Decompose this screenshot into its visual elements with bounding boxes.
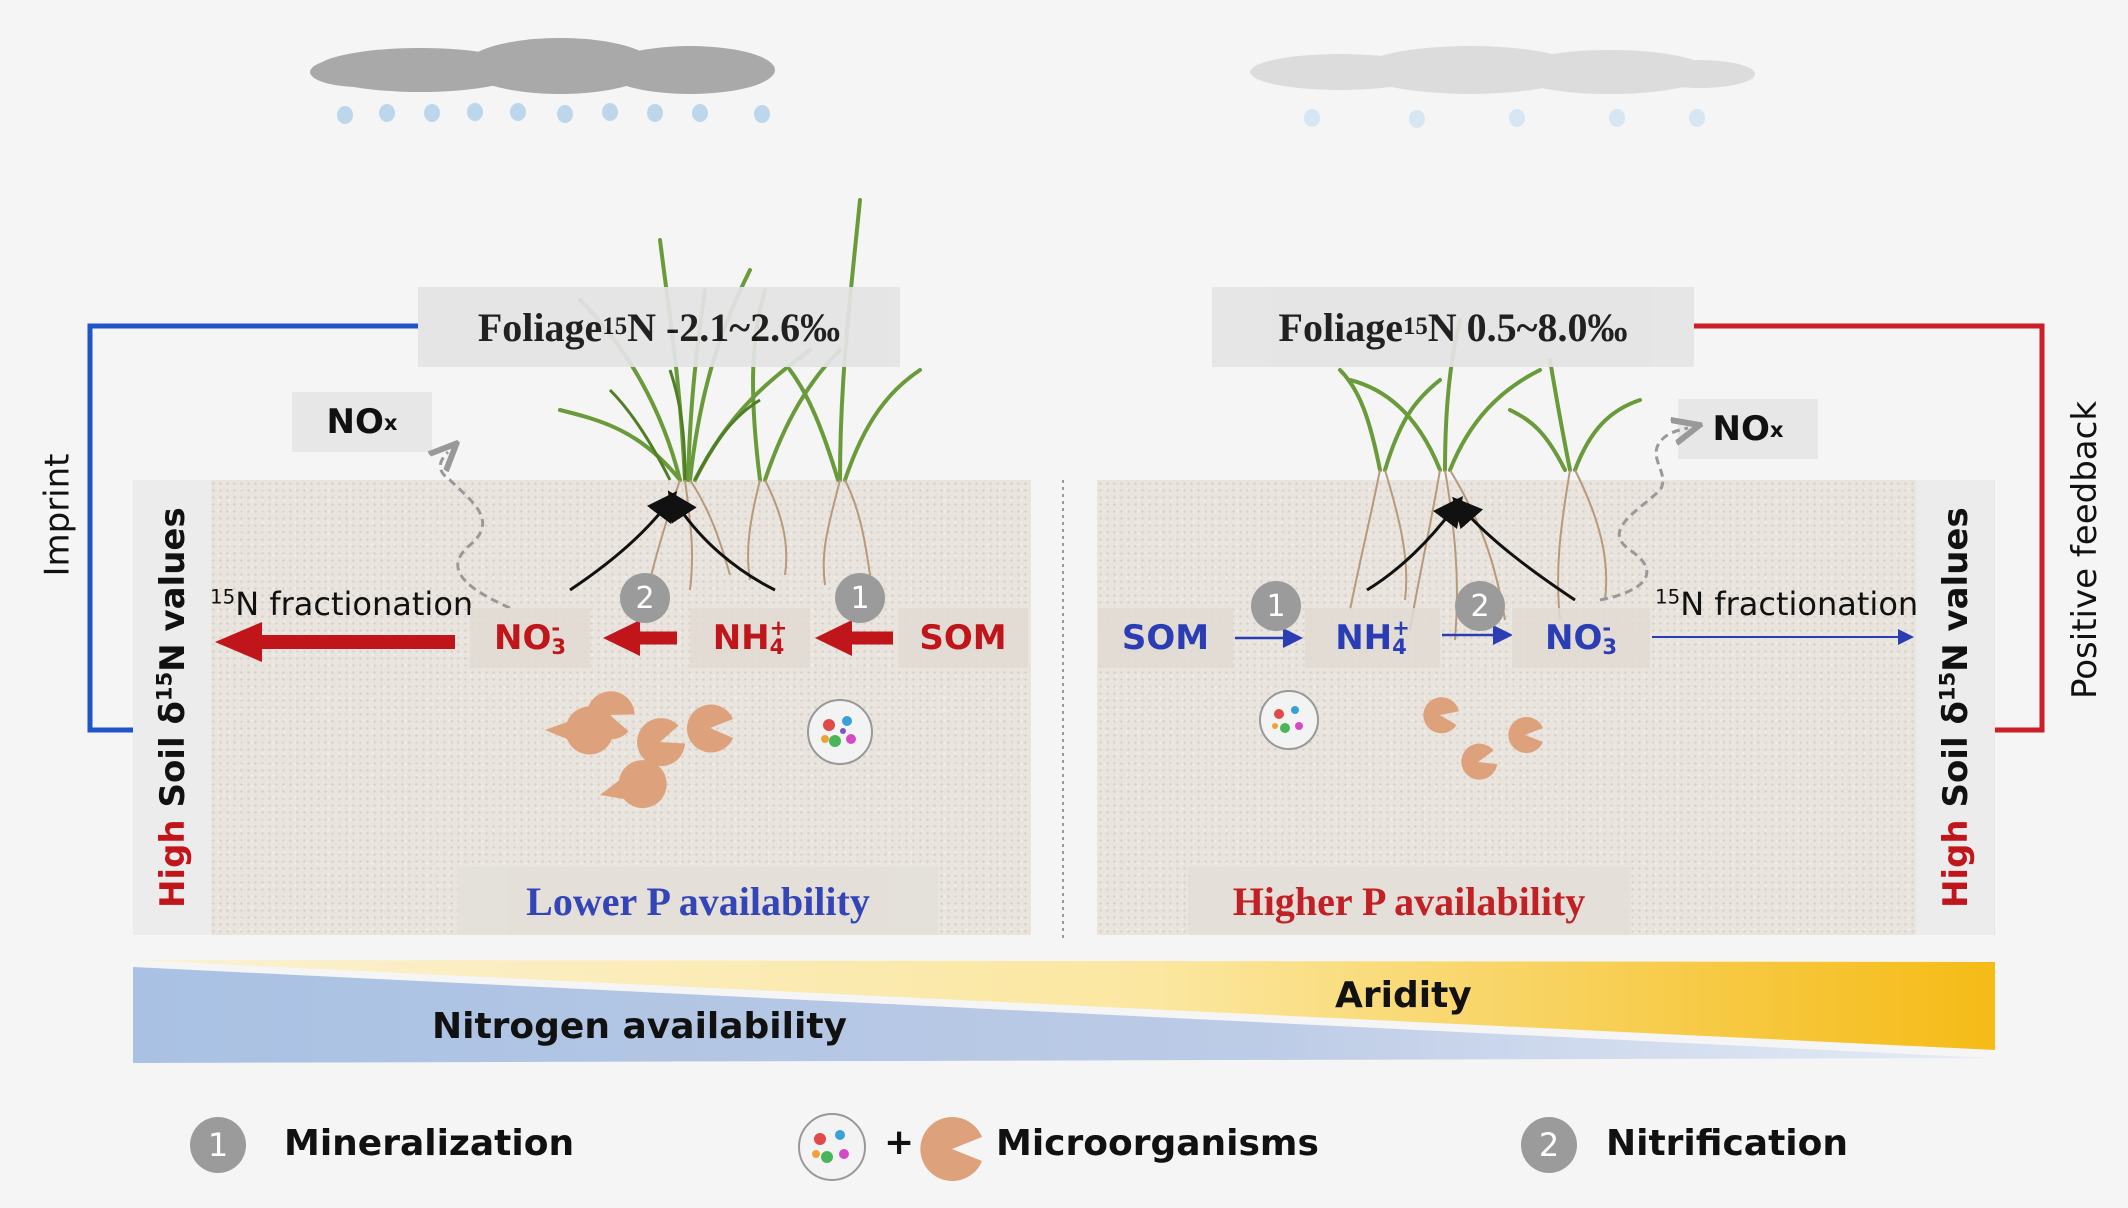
legend-nitrification: Nitrification xyxy=(1606,1123,1848,1164)
legend-step-1-marker: 1 xyxy=(190,1117,246,1173)
legend-plus: + xyxy=(884,1122,915,1163)
step-2-marker-right: 2 xyxy=(1455,581,1505,631)
fractionation-text: N fractionation xyxy=(235,585,474,623)
no3-label-left: NO-3 xyxy=(470,608,590,668)
nh4-label-left: NH+4 xyxy=(690,608,810,668)
legend-mineralization: Mineralization xyxy=(284,1123,575,1164)
legend-microorganisms: Microorganisms xyxy=(996,1123,1319,1164)
step-1-marker-left: 1 xyxy=(835,573,885,623)
foliage-value: N -2.1~2.6‰ xyxy=(627,304,841,350)
soil-d15n-label-left: High Soil δ15N values xyxy=(133,480,211,935)
foliage-prefix: Foliage xyxy=(477,304,603,350)
fractionation-sup: 15 xyxy=(1655,585,1681,609)
rain-cloud-right xyxy=(1250,46,1755,128)
legend-pac-icon xyxy=(920,1117,982,1181)
fractionation-text: N fractionation xyxy=(1680,585,1919,623)
nox-sub: x xyxy=(1769,416,1784,442)
step-2-marker-left: 2 xyxy=(620,573,670,623)
nh4-label-right: NH+4 xyxy=(1305,608,1440,668)
microbe-cluster-icon-left xyxy=(807,699,873,765)
soil-panel-right xyxy=(1097,480,1995,935)
soil-panel-left xyxy=(133,480,1031,935)
p-availability-label-right: Higher P availability xyxy=(1188,867,1630,935)
fractionation-label-left: 15N fractionation xyxy=(210,585,473,623)
foliage-prefix: Foliage xyxy=(1278,304,1403,350)
p-availability-label-left: Lower P availability xyxy=(458,867,938,935)
no3-label-right: NO-3 xyxy=(1512,608,1650,668)
foliage-value: N 0.5~8.0‰ xyxy=(1427,304,1628,350)
legend-microbe-icon xyxy=(798,1113,866,1181)
nitrogen-availability-label: Nitrogen availability xyxy=(432,1006,848,1047)
som-label-left: SOM xyxy=(898,608,1028,668)
legend-step-2-marker: 2 xyxy=(1521,1117,1577,1173)
aridity-label: Aridity xyxy=(1335,975,1472,1016)
step-1-marker-right: 1 xyxy=(1251,581,1301,631)
nox-main: NO xyxy=(1712,409,1770,449)
foliage-isotope-sup: 15 xyxy=(602,313,628,340)
microbe-cluster-icon-right xyxy=(1259,690,1319,750)
grass-plants-right xyxy=(1338,318,1642,641)
foliage-isotope-sup: 15 xyxy=(1402,313,1428,340)
rain-cloud-left xyxy=(310,38,775,124)
soil-d15n-label-right: High Soil δ15N values xyxy=(1916,480,1994,935)
nox-sub: x xyxy=(383,409,398,435)
nox-main: NO xyxy=(326,402,384,442)
fractionation-label-right: 15N fractionation xyxy=(1655,585,1918,623)
fractionation-sup: 15 xyxy=(210,585,236,609)
som-label-right: SOM xyxy=(1098,608,1233,668)
